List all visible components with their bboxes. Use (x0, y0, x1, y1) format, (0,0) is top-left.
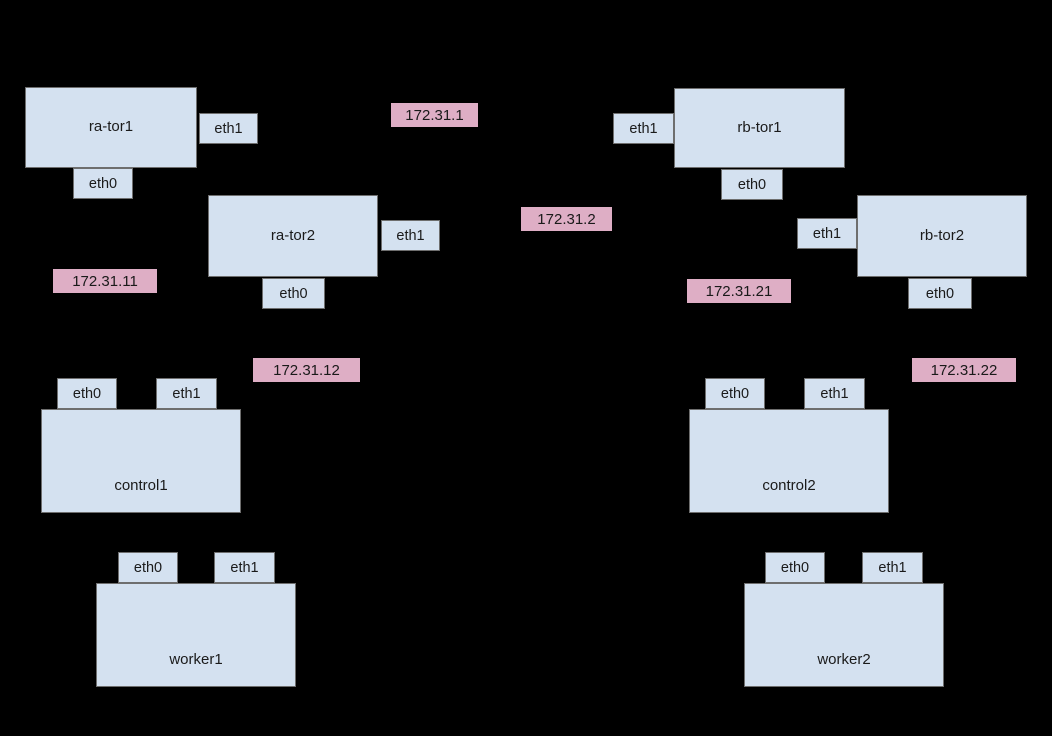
interface-ra-tor2-eth1[interactable]: eth1 (381, 220, 440, 251)
interface-control2-eth0[interactable]: eth0 (705, 378, 765, 409)
interface-worker1-eth1[interactable]: eth1 (214, 552, 275, 583)
interface-ra-tor2-eth0[interactable]: eth0 (262, 278, 325, 309)
interface-worker2-eth0[interactable]: eth0 (765, 552, 825, 583)
interface-rb-tor1-eth1[interactable]: eth1 (613, 113, 674, 144)
ip-tag-ip-172-31-1: 172.31.1 (391, 103, 478, 127)
ip-tag-ip-172-31-21: 172.31.21 (687, 279, 791, 303)
interface-worker2-eth1[interactable]: eth1 (862, 552, 923, 583)
ip-tag-ip-172-31-22: 172.31.22 (912, 358, 1016, 382)
node-worker2[interactable]: worker2 (744, 583, 944, 687)
interface-ra-tor1-eth1[interactable]: eth1 (199, 113, 258, 144)
interface-rb-tor1-eth0[interactable]: eth0 (721, 169, 783, 200)
ip-tag-ip-172-31-11: 172.31.11 (53, 269, 157, 293)
node-worker1[interactable]: worker1 (96, 583, 296, 687)
interface-control1-eth0[interactable]: eth0 (57, 378, 117, 409)
node-rb-tor2[interactable]: rb-tor2 (857, 195, 1027, 277)
interface-control1-eth1[interactable]: eth1 (156, 378, 217, 409)
interface-ra-tor1-eth0[interactable]: eth0 (73, 168, 133, 199)
interface-rb-tor2-eth1[interactable]: eth1 (797, 218, 857, 249)
ip-tag-ip-172-31-12: 172.31.12 (253, 358, 360, 382)
node-ra-tor2[interactable]: ra-tor2 (208, 195, 378, 277)
ip-tag-ip-172-31-2: 172.31.2 (521, 207, 612, 231)
node-ra-tor1[interactable]: ra-tor1 (25, 87, 197, 168)
interface-control2-eth1[interactable]: eth1 (804, 378, 865, 409)
node-control2[interactable]: control2 (689, 409, 889, 513)
node-rb-tor1[interactable]: rb-tor1 (674, 88, 845, 168)
node-control1[interactable]: control1 (41, 409, 241, 513)
interface-worker1-eth0[interactable]: eth0 (118, 552, 178, 583)
interface-rb-tor2-eth0[interactable]: eth0 (908, 278, 972, 309)
